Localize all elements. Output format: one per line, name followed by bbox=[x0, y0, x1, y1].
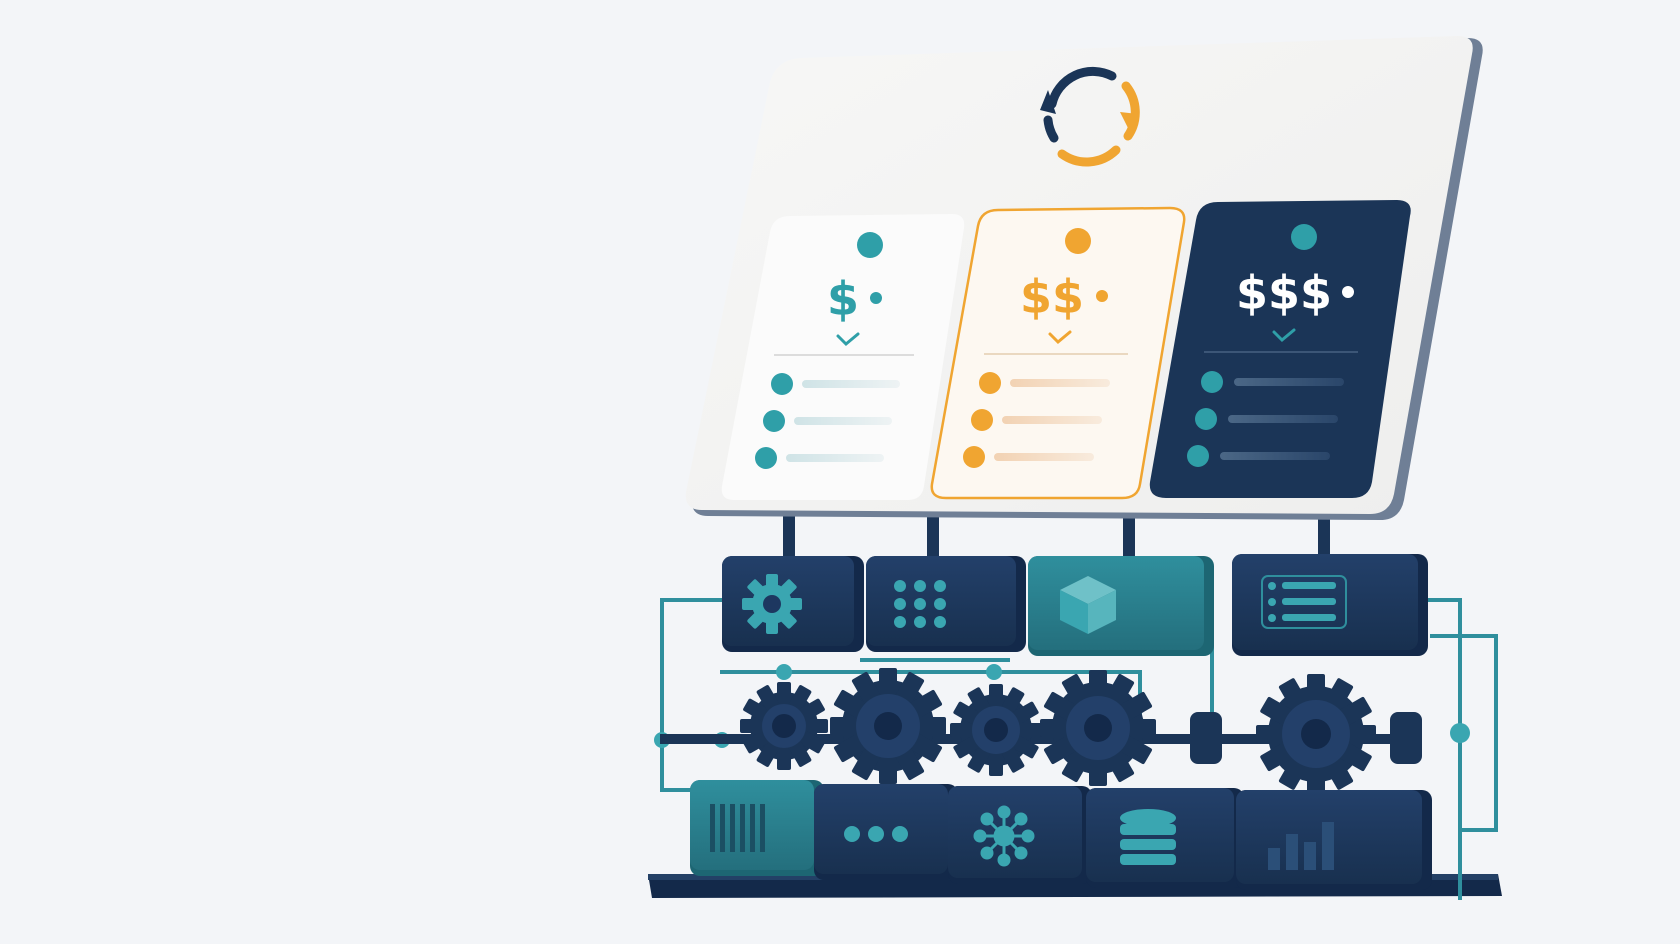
lower-module-ellipsis bbox=[814, 784, 958, 880]
tier-price-dot bbox=[870, 292, 882, 304]
support-posts bbox=[783, 512, 1330, 558]
gear-icon bbox=[1040, 670, 1156, 786]
lower-module-database bbox=[1086, 788, 1244, 888]
gear-icon bbox=[742, 574, 802, 634]
lower-module-barcode bbox=[690, 780, 824, 876]
tier-price-label: $$$ bbox=[1236, 266, 1332, 320]
ellipsis-icon bbox=[844, 826, 908, 842]
upper-module-gear bbox=[722, 556, 864, 652]
refresh-cycle-icon bbox=[1040, 66, 1140, 167]
upper-module-grid bbox=[866, 556, 1026, 652]
tier-price-dot bbox=[1096, 290, 1108, 302]
tier-indicator-dot bbox=[1291, 224, 1317, 250]
upper-module-list bbox=[1232, 554, 1428, 656]
tier-price-dot bbox=[1342, 286, 1354, 298]
pricing-tier-premium[interactable]: $$$ bbox=[1149, 200, 1411, 498]
tier-indicator-dot bbox=[857, 232, 883, 258]
cube-icon bbox=[1060, 576, 1116, 634]
checkmark-icon bbox=[1048, 330, 1072, 345]
list-lines-icon bbox=[1261, 575, 1347, 629]
pricing-tier-basic[interactable]: $ bbox=[721, 214, 965, 500]
gear-icon bbox=[740, 682, 828, 770]
gear-icon bbox=[830, 668, 946, 784]
tier-feature-list bbox=[1187, 371, 1344, 467]
tier-feature-list bbox=[755, 373, 900, 469]
tier-price-label: $$ bbox=[1020, 270, 1084, 324]
pricing-tier-standard[interactable]: $$ bbox=[930, 206, 1186, 500]
lower-module-network bbox=[948, 786, 1092, 884]
network-hub-icon bbox=[973, 805, 1035, 867]
gear-icon bbox=[950, 684, 1042, 776]
tier-indicator-dot bbox=[1065, 228, 1091, 254]
upper-module-cube bbox=[1028, 556, 1214, 656]
checkmark-icon bbox=[836, 332, 860, 347]
lower-module-chart bbox=[1236, 790, 1432, 890]
tier-feature-list bbox=[963, 372, 1110, 468]
gear-icon bbox=[1256, 674, 1376, 794]
checkmark-icon bbox=[1272, 328, 1296, 343]
bar-chart-icon bbox=[1268, 822, 1334, 870]
database-icon bbox=[1120, 809, 1176, 865]
gear-shaft bbox=[660, 712, 1422, 764]
tier-price-label: $ bbox=[827, 272, 859, 326]
grid-dots-icon bbox=[894, 580, 946, 628]
barcode-icon bbox=[710, 804, 765, 852]
